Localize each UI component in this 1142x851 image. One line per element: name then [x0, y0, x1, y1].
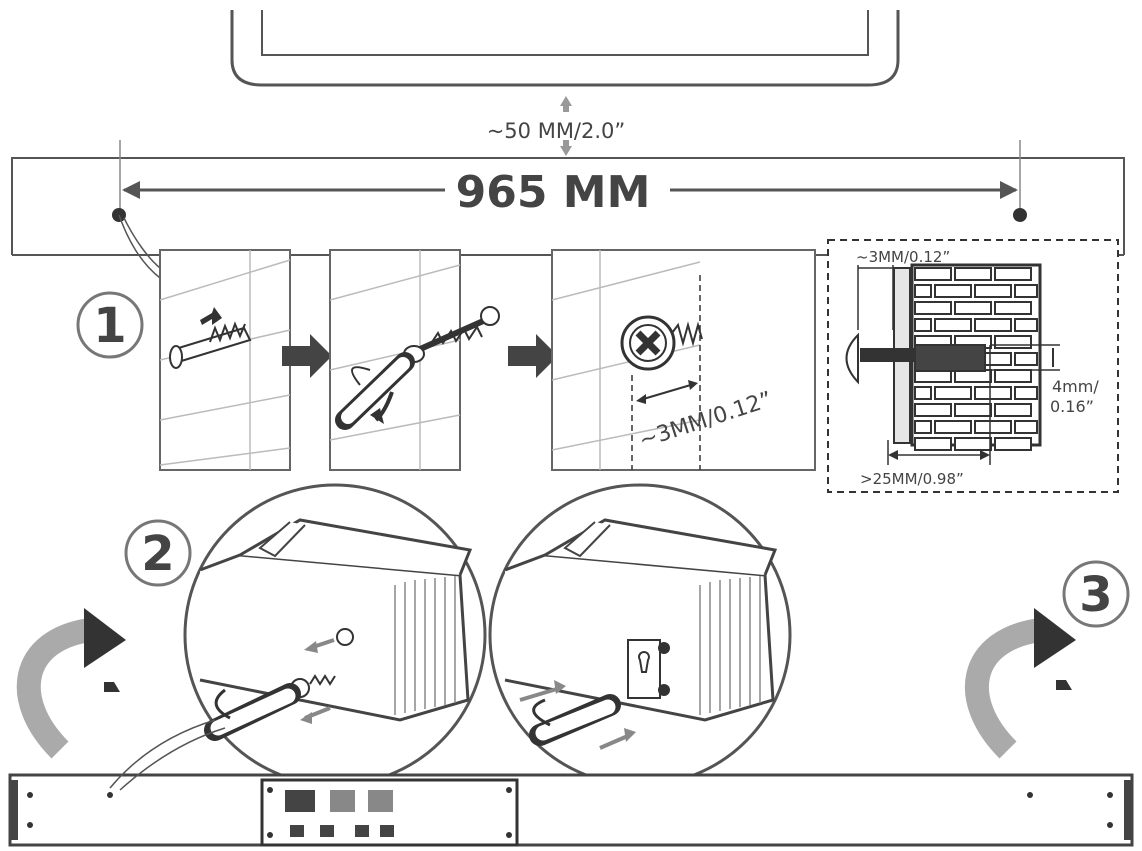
tv-gap-label: ~50 MM/2.0”	[487, 119, 626, 143]
brick	[934, 318, 972, 332]
panel-screw-gap	[551, 249, 816, 471]
diameter-label-line1: 4mm/	[1052, 377, 1099, 396]
panel-drive-screw	[329, 249, 500, 471]
width-label: 965 MM	[456, 167, 651, 218]
brick	[1014, 284, 1038, 298]
brick	[914, 420, 932, 434]
brick	[954, 403, 992, 417]
step-3-number: 3	[1079, 567, 1112, 623]
step-1-badge: 1	[76, 291, 144, 359]
brick	[934, 386, 972, 400]
brick	[974, 420, 1012, 434]
tv-gap-arrow	[560, 96, 572, 156]
detail-gap-label: ~3MM/0.12”	[856, 248, 950, 266]
brick	[974, 284, 1012, 298]
zoom-circle-remove-screws	[183, 483, 487, 787]
brick	[914, 267, 952, 281]
step-2-number: 2	[141, 526, 174, 582]
leader-line-2	[119, 727, 226, 791]
depth-label: >25MM/0.98”	[860, 470, 964, 488]
detail-box-wall-cross-section	[827, 239, 1119, 493]
rotate-arrow-right	[964, 608, 1076, 759]
brick	[994, 369, 1032, 383]
brick	[914, 386, 932, 400]
brick	[974, 386, 1012, 400]
soundbar	[8, 773, 1134, 847]
brick	[1014, 352, 1038, 366]
brick	[954, 267, 992, 281]
zoom-circle-attach-bracket	[488, 483, 792, 787]
step-3-badge: 3	[1062, 560, 1130, 628]
width-dimension	[112, 140, 1027, 279]
leader-line	[109, 719, 216, 789]
tv-bottom	[230, 10, 900, 87]
step-arrow-2	[508, 334, 558, 378]
brick	[1014, 420, 1038, 434]
brick	[914, 437, 952, 451]
diameter-label-line2: 0.16”	[1050, 397, 1094, 416]
brick	[994, 403, 1032, 417]
brick	[934, 284, 972, 298]
brick	[954, 301, 992, 315]
brick	[954, 437, 992, 451]
brick	[994, 437, 1032, 451]
brick	[1014, 318, 1038, 332]
brick	[934, 420, 972, 434]
step-1-number: 1	[93, 298, 126, 354]
step-arrow-1	[282, 334, 332, 378]
brick	[994, 335, 1032, 349]
brick	[914, 284, 932, 298]
rotate-arrow-left	[16, 608, 126, 759]
brick	[994, 267, 1032, 281]
mounting-template	[11, 157, 1125, 256]
brick	[914, 318, 932, 332]
brick	[1014, 386, 1038, 400]
brick	[914, 403, 952, 417]
drill-hole-right	[1013, 208, 1027, 222]
brick	[974, 318, 1012, 332]
brick	[914, 301, 952, 315]
step-2-badge: 2	[124, 519, 192, 587]
panel-wall-anchor	[159, 249, 291, 471]
brick	[994, 301, 1032, 315]
